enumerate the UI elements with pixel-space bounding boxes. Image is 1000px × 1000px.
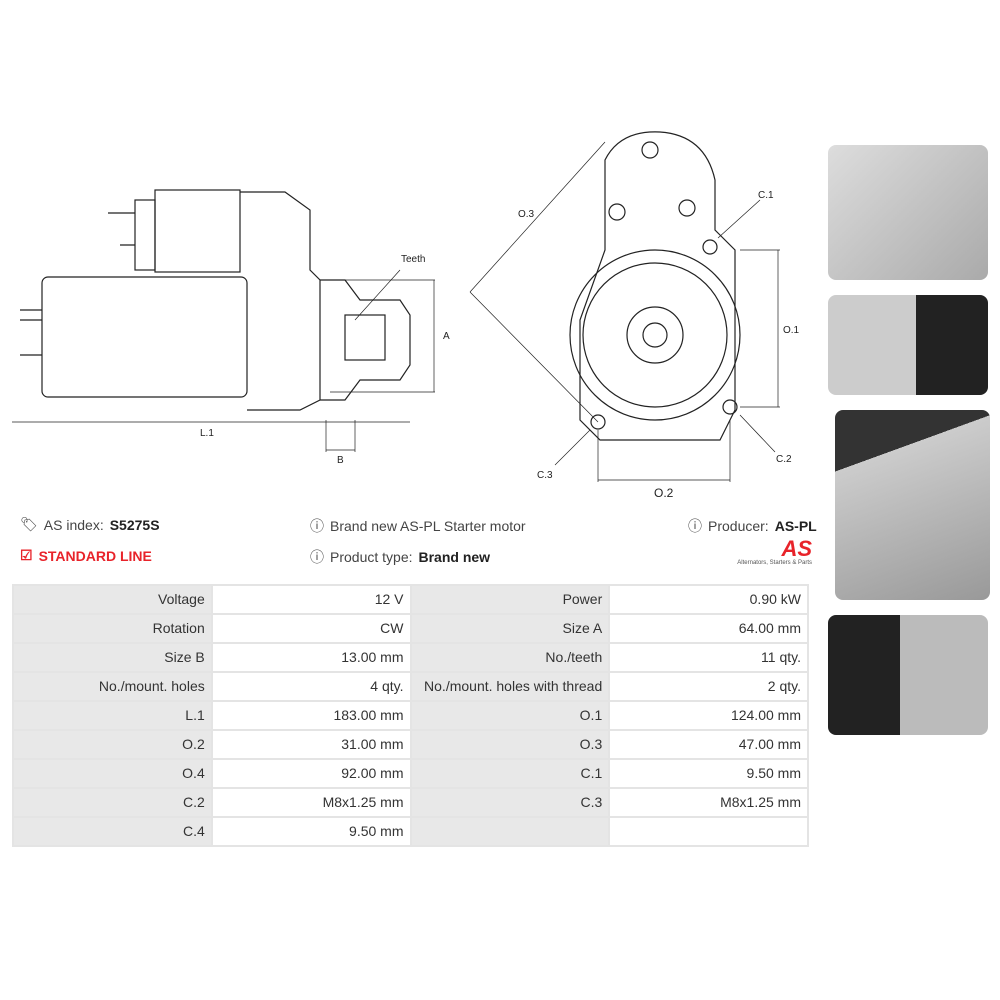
spec-label: Size B	[12, 642, 213, 673]
producer-label: Producer:	[708, 518, 769, 534]
o3-label: O.3	[518, 209, 535, 220]
product-type-label: Product type:	[330, 549, 413, 565]
checkbox-icon: ☑	[20, 547, 33, 563]
b-label: B	[337, 455, 344, 466]
spec-label: No./teeth	[409, 642, 611, 673]
spec-value: 11 qty.	[608, 642, 809, 673]
product-type-value: Brand new	[418, 549, 491, 565]
o1-label: O.1	[783, 325, 800, 336]
technical-drawing: Teeth A B L.1 O.3 C.1 O.1 O.2 C.2 C.3	[12, 131, 800, 500]
l1-label: L.1	[200, 428, 214, 439]
as-index-value: S5275S	[109, 516, 160, 533]
producer: ⓘ Producer: AS-PL	[688, 516, 817, 536]
spec-value: 2 qty.	[608, 671, 809, 702]
spec-label: C.2	[12, 787, 213, 818]
spec-label: Size A	[409, 613, 611, 644]
spec-value: 183.00 mm	[210, 700, 412, 731]
logo-tagline: Alternators, Starters & Parts	[737, 560, 812, 566]
spec-label: O.4	[12, 758, 213, 789]
a-label: A	[443, 331, 450, 342]
spec-value: CW	[210, 613, 412, 644]
product-photo-rear	[835, 410, 990, 600]
as-index: 🏷 AS index: S5275S	[20, 516, 160, 533]
as-index-label: AS index:	[43, 516, 104, 533]
info-icon: ⓘ	[310, 549, 324, 565]
spec-value: 92.00 mm	[210, 758, 412, 789]
spec-label: C.1	[409, 758, 611, 789]
front-view-drawing: O.3 C.1 O.1 O.2 C.2 C.3	[469, 131, 800, 500]
description-text: Brand new AS-PL Starter motor	[330, 518, 526, 534]
spec-value: 12 V	[210, 584, 412, 615]
c3-label: C.3	[537, 470, 553, 481]
spec-label: C.3	[409, 787, 611, 818]
line-label: STANDARD LINE	[38, 547, 152, 564]
spec-label: No./mount. holes with thread	[409, 671, 611, 702]
c1-label: C.1	[758, 190, 774, 201]
spec-value: 31.00 mm	[210, 729, 412, 760]
product-type: ⓘ Product type: Brand new	[310, 547, 490, 567]
info-icon: ⓘ	[688, 518, 702, 534]
spec-value: 47.00 mm	[608, 729, 809, 760]
product-photo-side	[828, 295, 988, 395]
spec-label	[409, 816, 611, 847]
description: ⓘ Brand new AS-PL Starter motor	[310, 516, 526, 536]
spec-value: 0.90 kW	[608, 584, 809, 615]
product-photo-front	[828, 145, 988, 280]
o2-label: O.2	[654, 486, 674, 500]
logo-text: AS	[781, 536, 812, 561]
tag-icon: 🏷	[20, 516, 38, 532]
spec-value	[608, 816, 809, 847]
spec-label: Power	[409, 584, 611, 615]
spec-label: No./mount. holes	[12, 671, 213, 702]
teeth-label: Teeth	[401, 254, 425, 265]
spec-value: 124.00 mm	[608, 700, 809, 731]
spec-value: 9.50 mm	[210, 816, 412, 847]
as-logo: AS Alternators, Starters & Parts	[720, 536, 812, 567]
spec-value: 9.50 mm	[608, 758, 809, 789]
spec-label: O.2	[12, 729, 213, 760]
side-view-drawing: Teeth A B L.1	[12, 189, 450, 466]
info-icon: ⓘ	[310, 518, 324, 534]
product-photo-angle	[828, 615, 988, 735]
spec-label: O.3	[409, 729, 611, 760]
spec-value: 13.00 mm	[210, 642, 412, 673]
spec-label: Voltage	[12, 584, 213, 615]
spec-label: C.4	[12, 816, 213, 847]
spec-value: 64.00 mm	[608, 613, 809, 644]
standard-line: ☑ STANDARD LINE	[20, 547, 152, 564]
spec-value: 4 qty.	[210, 671, 412, 702]
spec-value: M8x1.25 mm	[210, 787, 412, 818]
spec-value: M8x1.25 mm	[608, 787, 809, 818]
spec-label: L.1	[12, 700, 213, 731]
spec-label: Rotation	[12, 613, 213, 644]
producer-value: AS-PL	[774, 518, 817, 534]
c2-label: C.2	[776, 454, 792, 465]
spec-label: O.1	[409, 700, 611, 731]
